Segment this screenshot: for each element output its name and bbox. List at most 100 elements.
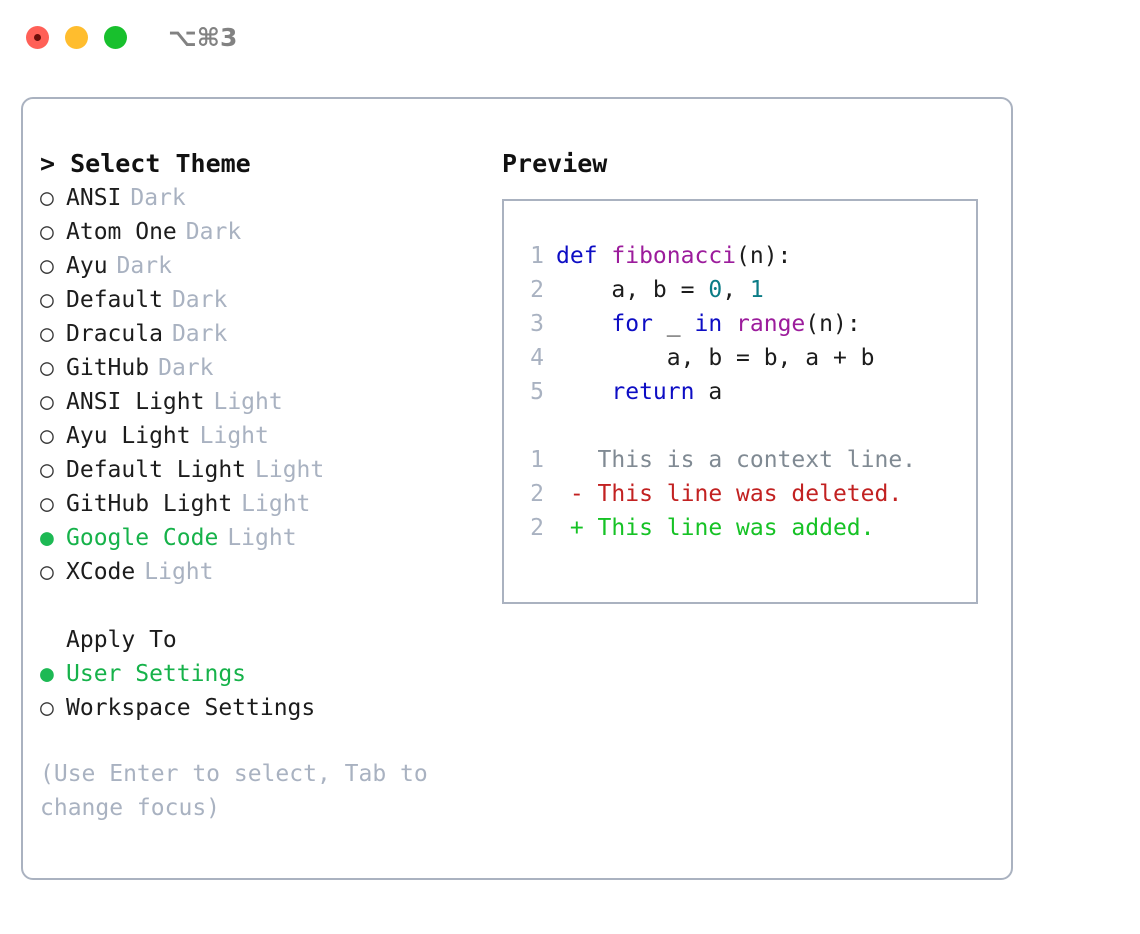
code-line-number: 1 (530, 243, 544, 269)
code-token-kw: in (694, 311, 723, 337)
diff-line-content-del: - This line was deleted. (556, 481, 903, 507)
radio-unselected-icon: ○ (40, 559, 54, 585)
code-token-pl (722, 311, 736, 337)
radio-unselected-icon: ○ (40, 491, 54, 517)
radio-unselected-icon: ○ (40, 219, 54, 245)
theme-option-kind: Light (144, 559, 214, 585)
apply-to-option-list: ● User Settings ○ Workspace Settings (40, 657, 510, 725)
theme-option-kind: Dark (185, 219, 242, 245)
code-line-content: a, b = b, a + b (556, 341, 875, 375)
theme-option-kind: Dark (158, 355, 214, 381)
theme-option-kind: Light (227, 525, 297, 551)
theme-option-atom-one[interactable]: ○ Atom One Dark (40, 215, 510, 249)
code-line-number: 5 (530, 379, 544, 405)
code-line-content: return a (556, 375, 722, 409)
radio-unselected-icon: ○ (40, 457, 54, 483)
theme-option-kind: Light (199, 423, 269, 449)
code-token-pl: _ (652, 311, 695, 337)
code-line: 1 def fibonacci(n): (504, 239, 976, 273)
code-line-content: for _ in range(n): (556, 307, 860, 341)
code-token-pl: , (722, 277, 750, 303)
code-line: 3 for _ in range(n): (504, 307, 976, 341)
radio-unselected-icon: ○ (40, 423, 54, 449)
diff-sample: 1 This is a context line. 2 - This line w… (504, 443, 976, 545)
theme-option-github-light[interactable]: ○ GitHub Light Light (40, 487, 510, 521)
apply-to-option-user-settings[interactable]: ● User Settings (40, 657, 510, 691)
theme-option-label: GitHub (66, 355, 150, 381)
diff-line-number: 1 (530, 447, 544, 473)
diff-line-content-ctx: This is a context line. (556, 447, 917, 473)
code-token-pl: (n): (736, 243, 792, 269)
close-button-icon[interactable] (26, 26, 49, 49)
page-title: > Select Theme (40, 149, 251, 178)
radio-unselected-icon: ○ (40, 389, 54, 415)
theme-option-label: Dracula (66, 321, 163, 347)
radio-unselected-icon: ○ (40, 185, 54, 211)
theme-option-label: GitHub Light (66, 491, 233, 517)
theme-option-label: Ayu Light (66, 423, 191, 449)
code-token-pl (556, 379, 611, 405)
theme-option-dracula[interactable]: ○ Dracula Dark (40, 317, 510, 351)
keyboard-shortcut-label: ⌥⌘3 (168, 23, 238, 52)
code-token-kw: for (611, 311, 653, 337)
diff-spacer (504, 409, 976, 443)
code-line-number: 3 (530, 311, 544, 337)
apply-to-option-label: User Settings (66, 661, 247, 687)
diff-line: 2 + This line was added. (504, 511, 976, 545)
theme-option-label: XCode (66, 559, 136, 585)
theme-option-kind: Light (241, 491, 311, 517)
theme-option-label: ANSI (66, 185, 122, 211)
theme-option-kind: Dark (116, 253, 172, 279)
theme-option-kind: Dark (171, 321, 228, 347)
radio-selected-icon: ● (40, 661, 54, 687)
theme-option-default[interactable]: ○ Default Dark (40, 283, 510, 317)
code-line-content: def fibonacci(n): (556, 239, 791, 273)
apply-to-option-label: Workspace Settings (66, 695, 316, 721)
title-bar: ⌥⌘3 (0, 0, 1140, 78)
theme-option-ayu-light[interactable]: ○ Ayu Light Light (40, 419, 510, 453)
code-token-kw: return (611, 379, 695, 405)
apply-to-title: Apply To (66, 627, 177, 653)
radio-unselected-icon: ○ (40, 287, 54, 313)
code-token-pl: a, b = (556, 277, 709, 303)
code-token-pl: a, b = b, a + b (556, 345, 875, 371)
code-token-fn: fibonacci (611, 243, 737, 269)
theme-option-kind: Light (213, 389, 283, 415)
radio-selected-icon: ● (40, 525, 54, 551)
preview-title: Preview (502, 149, 608, 178)
diff-line-content-add: + This line was added. (556, 515, 875, 541)
keyboard-hint-text: (Use Enter to select, Tab to change focu… (40, 761, 428, 821)
theme-option-label: Default (66, 287, 163, 313)
code-token-kw: def (556, 243, 612, 269)
code-token-pl (556, 311, 611, 337)
minimize-button-icon[interactable] (65, 26, 88, 49)
theme-option-label: Atom One (66, 219, 177, 245)
code-line: 5 return a (504, 375, 976, 409)
code-token-num: 0 (708, 277, 723, 303)
code-line-number: 2 (530, 277, 544, 303)
diff-line-number: 2 (530, 481, 544, 507)
code-line-number: 4 (530, 345, 544, 371)
radio-unselected-icon: ○ (40, 695, 54, 721)
section-spacer (40, 589, 510, 623)
code-token-num: 1 (749, 277, 764, 303)
apply-to-option-workspace-settings[interactable]: ○ Workspace Settings (40, 691, 510, 725)
code-line: 2 a, b = 0, 1 (504, 273, 976, 307)
zoom-button-icon[interactable] (104, 26, 127, 49)
theme-option-kind: Dark (171, 287, 228, 313)
theme-option-xcode[interactable]: ○ XCode Light (40, 555, 510, 589)
radio-unselected-icon: ○ (40, 321, 54, 347)
